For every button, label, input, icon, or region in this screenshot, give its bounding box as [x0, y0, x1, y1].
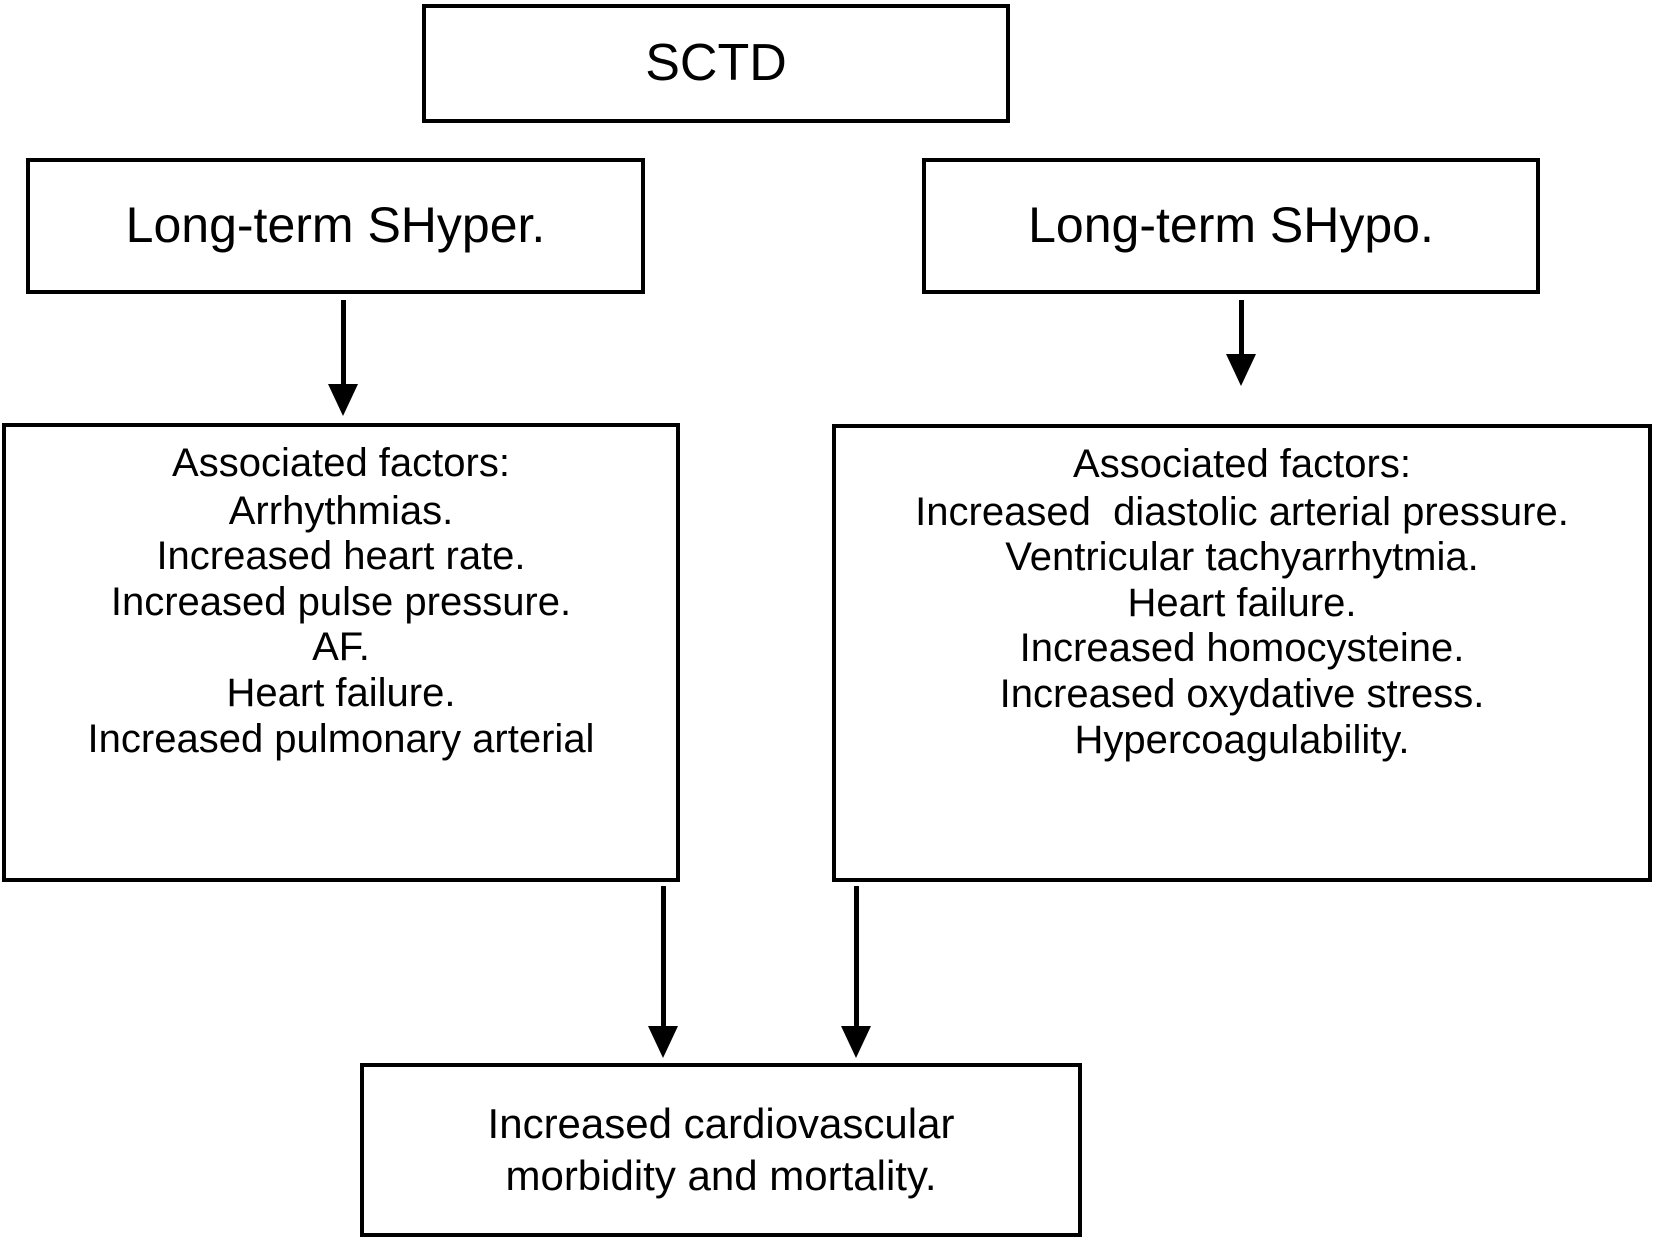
factors-left-item-0: Arrhythmias.	[228, 488, 454, 533]
node-associated-factors-shypo: Associated factors: Increased diastolic …	[832, 424, 1652, 882]
factors-right-item-3: Increased homocysteine.	[1019, 626, 1465, 671]
node-long-term-shyper: Long-term SHyper.	[26, 158, 645, 294]
node-outcome-line-1: Increased cardiovascular	[487, 1099, 955, 1147]
node-sctd: SCTD	[422, 4, 1010, 123]
node-increased-cardiovascular-outcome: Increased cardiovascular morbidity and m…	[360, 1063, 1082, 1237]
node-long-term-shypo: Long-term SHypo.	[922, 158, 1540, 294]
factors-right-item-1: Ventricular tachyarrhytmia.	[1005, 535, 1479, 580]
factors-left-item-1: Increased heart rate.	[156, 534, 526, 579]
node-sctd-label: SCTD	[645, 33, 787, 92]
arrow-shaft	[1239, 300, 1244, 356]
factors-left-item-2: Increased pulse pressure.	[110, 579, 572, 624]
factors-right-item-5: Hypercoagulability.	[1074, 717, 1410, 762]
factors-left-item-3: AF.	[312, 625, 370, 670]
factors-right-item-0: Increased diastolic arterial pressure.	[915, 489, 1569, 534]
factors-right-heading: Associated factors:	[1073, 442, 1411, 486]
arrowhead-down-icon	[648, 1026, 678, 1058]
arrow-shaft	[341, 300, 346, 386]
arrowhead-down-icon	[841, 1026, 871, 1058]
factors-left-item-4: Heart failure.	[226, 670, 456, 715]
arrow-shaft	[661, 886, 666, 1028]
node-long-term-shypo-label: Long-term SHypo.	[1028, 197, 1434, 254]
arrow-shaft	[854, 886, 859, 1028]
arrowhead-down-icon	[1226, 354, 1256, 386]
node-outcome-line-2: morbidity and mortality.	[505, 1152, 937, 1199]
arrowhead-down-icon	[328, 384, 358, 416]
factors-right-item-4: Increased oxydative stress.	[999, 671, 1485, 716]
factors-left-item-5: Increased pulmonary arterial	[87, 716, 595, 761]
factors-right-item-2: Heart failure.	[1127, 580, 1357, 625]
node-long-term-shyper-label: Long-term SHyper.	[125, 197, 546, 254]
factors-left-heading: Associated factors:	[172, 441, 510, 485]
node-associated-factors-shyper: Associated factors: Arrhythmias. Increas…	[2, 423, 680, 882]
